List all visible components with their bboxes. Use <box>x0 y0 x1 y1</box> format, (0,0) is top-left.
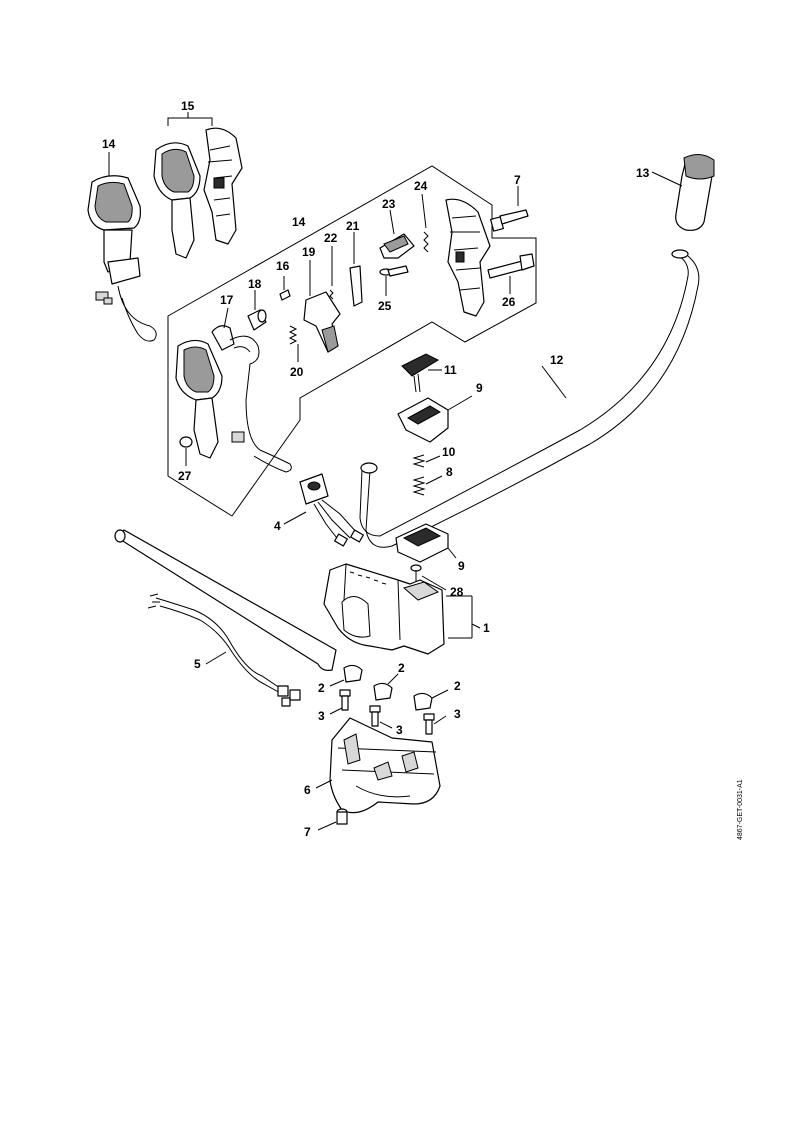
part-15-handle-halves <box>153 127 243 259</box>
part-25-screw <box>379 265 409 296</box>
label-8: 8 <box>446 465 453 479</box>
label-3b: 3 <box>396 723 403 737</box>
label-16: 16 <box>276 259 290 273</box>
part-7-screw-bottom <box>317 808 348 831</box>
bracket-15 <box>167 112 213 126</box>
label-18: 18 <box>248 277 262 291</box>
part-10-spring <box>412 454 441 468</box>
label-28: 28 <box>450 585 464 599</box>
label-15: 15 <box>181 99 195 113</box>
label-1: 1 <box>483 621 490 635</box>
part-6-lower-housing <box>315 717 441 814</box>
kit-handle <box>175 339 245 466</box>
label-20: 20 <box>290 365 304 379</box>
label-12: 12 <box>550 353 564 367</box>
part-24-spring <box>421 193 429 253</box>
part-4-switch <box>283 473 364 547</box>
part-13-grip <box>651 154 715 231</box>
label-2b: 2 <box>398 661 405 675</box>
label-17: 17 <box>220 293 234 307</box>
part-16-clip <box>279 276 291 301</box>
label-9a: 9 <box>476 381 483 395</box>
handle-right-half <box>445 198 491 317</box>
part-3-screw-center <box>369 705 393 729</box>
label-6: 6 <box>304 783 311 797</box>
part-12-handlebar <box>359 249 700 548</box>
part-22-spring <box>329 246 334 300</box>
part-1-housing <box>323 563 481 655</box>
part-8-spring <box>412 475 443 496</box>
part-14-handle-assembly <box>87 152 157 342</box>
part-28-screw <box>410 564 447 591</box>
label-7a: 7 <box>514 173 521 187</box>
label-14a: 14 <box>102 137 116 151</box>
part-26-screw <box>487 253 535 294</box>
label-9b: 9 <box>458 559 465 573</box>
part-2-clip-center <box>373 673 399 701</box>
part-2-clip-right <box>413 689 449 711</box>
label-24: 24 <box>414 179 428 193</box>
part-3-screw-left <box>329 689 351 715</box>
part-3-screw-right <box>423 713 447 735</box>
label-13: 13 <box>636 166 650 180</box>
label-5: 5 <box>194 657 201 671</box>
part-19-trigger <box>303 260 341 353</box>
part-5-shaft <box>114 529 337 707</box>
part-2-clip-left <box>329 664 363 687</box>
label-3c: 3 <box>454 707 461 721</box>
label-4: 4 <box>274 519 281 533</box>
label-11: 11 <box>444 363 457 377</box>
part-9-clamp-lower <box>395 523 457 563</box>
label-25: 25 <box>378 299 392 313</box>
part-9-clamp-upper <box>397 395 473 443</box>
label-22: 22 <box>324 231 338 245</box>
label-21: 21 <box>346 219 360 233</box>
part-17-switch <box>211 307 292 473</box>
part-11-knob <box>401 353 442 393</box>
label-14b: 14 <box>292 215 306 229</box>
label-19: 19 <box>302 245 316 259</box>
kit-group-outline <box>167 165 537 517</box>
part-23-lever <box>379 209 415 259</box>
label-3a: 3 <box>318 709 325 723</box>
label-26: 26 <box>502 295 516 309</box>
label-27: 27 <box>178 469 192 483</box>
part-21-pin <box>349 232 363 307</box>
label-7b: 7 <box>304 825 311 839</box>
part-20-spring <box>288 325 299 362</box>
label-23: 23 <box>382 197 396 211</box>
document-code: 4867-GET-0031-A1 <box>737 779 744 840</box>
part-7-screw-top <box>490 186 529 232</box>
part-18-bushing <box>247 290 267 331</box>
label-2a: 2 <box>318 681 325 695</box>
label-10: 10 <box>442 445 456 459</box>
label-2c: 2 <box>454 679 461 693</box>
